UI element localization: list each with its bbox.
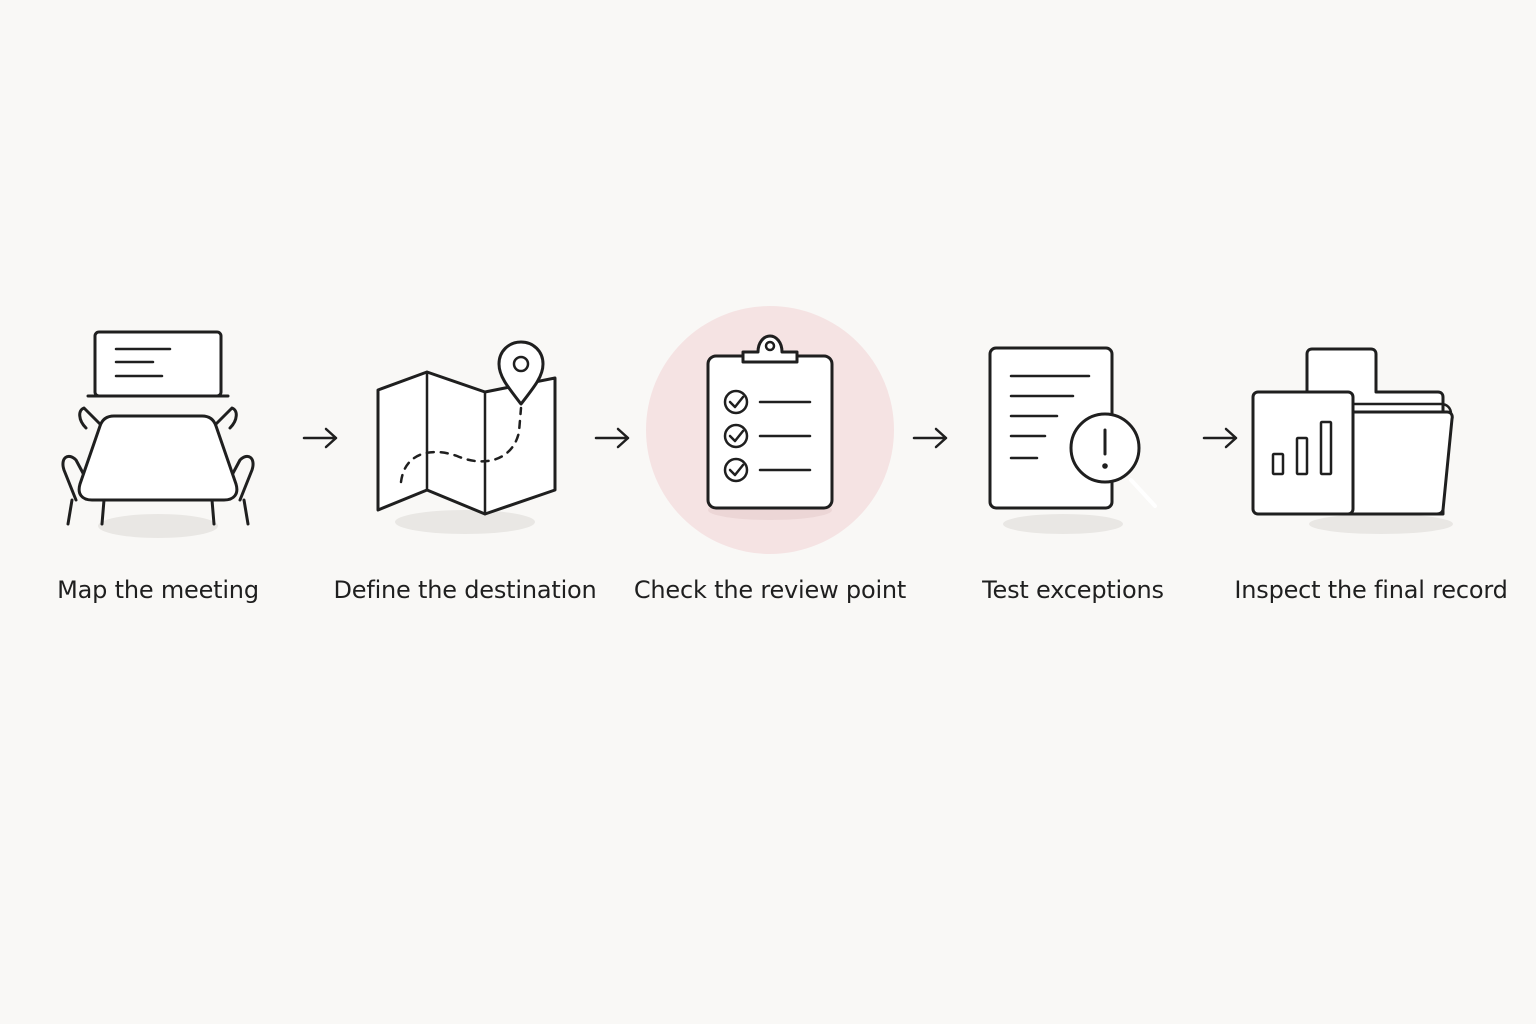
step-test-exceptions: Test exceptions	[923, 300, 1223, 604]
step-define-the-destination: Define the destination	[315, 300, 615, 604]
step-label: Inspect the final record	[1234, 576, 1508, 604]
map-pin-icon	[335, 300, 595, 560]
arrow-right-icon	[300, 425, 340, 451]
meeting-table-icon	[28, 300, 288, 560]
step-label: Check the review point	[633, 576, 907, 604]
step-check-the-review-point: Check the review point	[620, 300, 920, 604]
document-magnifier-alert-icon	[943, 300, 1203, 560]
clipboard-checklist-icon	[640, 300, 900, 560]
step-label: Test exceptions	[982, 576, 1164, 604]
arrow-right-icon	[1200, 425, 1240, 451]
step-inspect-the-final-record: Inspect the final record	[1221, 300, 1521, 604]
folder-chart-icon	[1241, 300, 1501, 560]
step-label: Map the meeting	[57, 576, 259, 604]
arrow-right-icon	[910, 425, 950, 451]
step-map-the-meeting: Map the meeting	[8, 300, 308, 604]
arrow-right-icon	[592, 425, 632, 451]
step-label: Define the destination	[333, 576, 597, 604]
